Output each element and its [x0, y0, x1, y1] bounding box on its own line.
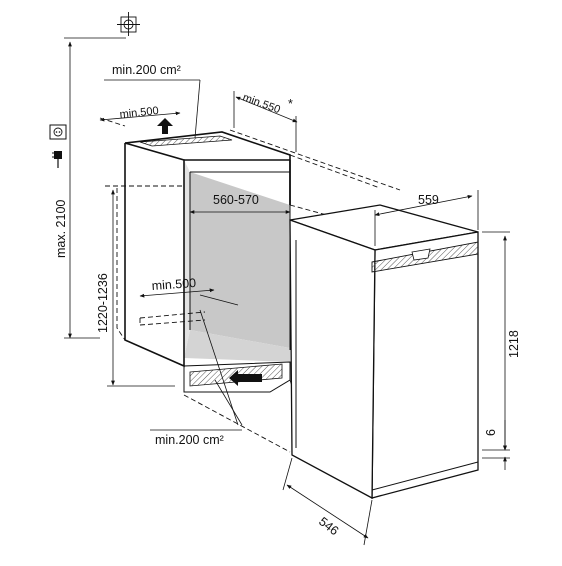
appliance-height-label: 1218	[507, 330, 521, 358]
bottom-depth-dimension: min.500	[139, 276, 239, 306]
appliance-height-dimension: 1218	[482, 231, 521, 451]
niche-depth-dimension: min.550 *	[233, 91, 298, 152]
niche-interior	[190, 172, 290, 348]
appliance-plinth-dimension: 6	[482, 420, 510, 470]
niche-width-dimension: 560-570	[189, 193, 291, 214]
appliance-width-label: 559	[418, 193, 439, 207]
crosshair-icon	[117, 12, 140, 36]
airflow-arrow-up-icon	[157, 118, 173, 134]
power-socket-icon	[49, 124, 67, 140]
niche-height-dimension: 1220-1236	[96, 189, 175, 387]
bottom-vent-area-label: min.200 cm²	[155, 433, 224, 447]
niche-width-label: 560-570	[213, 193, 259, 207]
niche-depth-note: *	[288, 97, 293, 111]
appliance-plinth-label: 6	[484, 429, 498, 436]
top-vent-slot	[139, 135, 233, 147]
top-depth-dimension: min.500	[99, 105, 181, 122]
appliance-width-dimension: 559	[374, 190, 479, 246]
top-vent-area-label: min.200 cm²	[112, 63, 181, 77]
airflow-arrow-in-icon	[229, 370, 262, 386]
max-height-dimension: max. 2100	[54, 37, 126, 339]
bottom-vent-area-callout: min.200 cm²	[150, 309, 243, 447]
niche-height-label: 1220-1236	[96, 273, 110, 333]
niche-floor	[184, 330, 290, 362]
top-vent-area-callout: min.200 cm²	[104, 63, 201, 139]
max-height-label: max. 2100	[54, 200, 68, 258]
niche-depth-label: min.550	[241, 92, 282, 117]
power-plug-icon	[52, 151, 62, 168]
appliance	[289, 204, 479, 500]
top-depth-label: min.500	[119, 105, 159, 121]
